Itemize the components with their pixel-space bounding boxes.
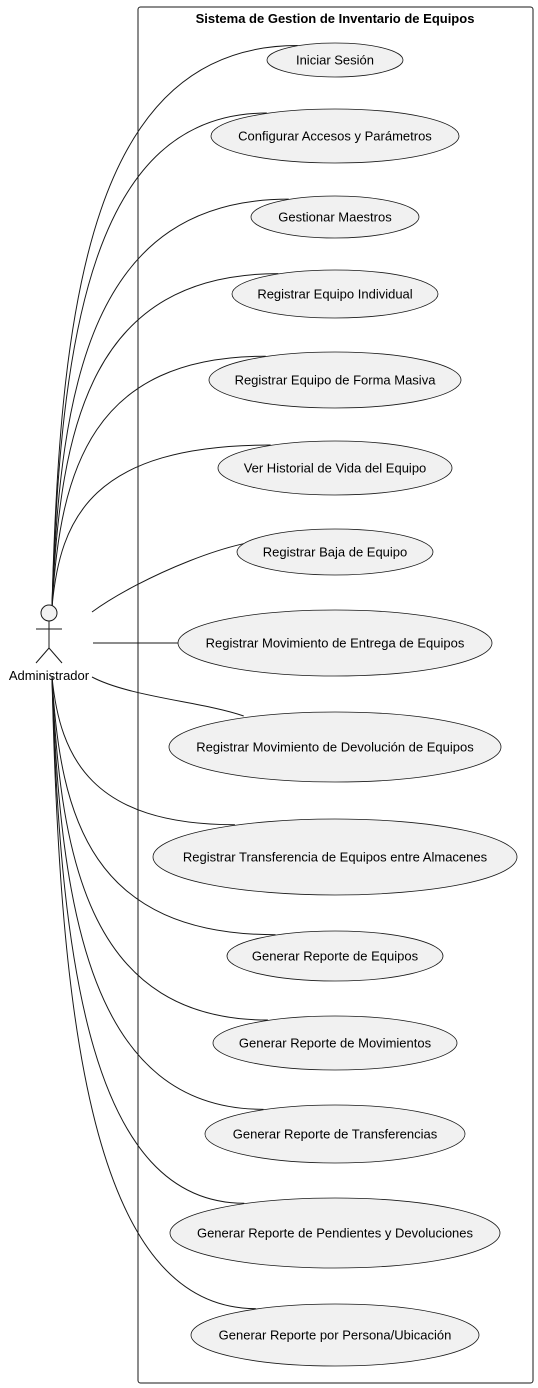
use-case[interactable]: Iniciar Sesión: [266, 42, 404, 78]
use-case-label: Registrar Baja de Equipo: [263, 545, 408, 560]
association-line: [51, 676, 235, 826]
association-line: [51, 676, 256, 1310]
association-line: [51, 676, 245, 1204]
actor-administrador[interactable]: Administrador: [9, 604, 90, 683]
actor-head-icon: [40, 604, 58, 622]
association-line: [51, 198, 289, 608]
use-case-label: Generar Reporte de Pendientes y Devoluci…: [197, 1226, 474, 1241]
use-case[interactable]: Generar Reporte de Equipos: [226, 930, 444, 982]
actor-name: Administrador: [9, 668, 90, 683]
association-line: [51, 444, 271, 608]
association-line: [51, 112, 267, 608]
association-line: [51, 355, 266, 608]
association-line: [91, 676, 244, 717]
use-case-label: Generar Reporte de Equipos: [252, 949, 419, 964]
association-lines: [51, 45, 298, 1310]
use-case-ellipse[interactable]: [217, 440, 453, 496]
use-case-label: Generar Reporte de Transferencias: [233, 1127, 438, 1142]
use-case-ellipse[interactable]: [231, 269, 439, 319]
use-case-label: Iniciar Sesión: [296, 53, 374, 68]
use-case-label: Generar Reporte de Movimientos: [239, 1036, 432, 1051]
use-case-ellipse[interactable]: [210, 108, 460, 164]
use-case-ellipse[interactable]: [212, 1015, 458, 1071]
use-case-ellipse[interactable]: [190, 1303, 480, 1367]
use-case-label: Registrar Movimiento de Devolución de Eq…: [196, 740, 474, 755]
use-case-ellipse[interactable]: [266, 42, 404, 78]
use-case-label: Registrar Equipo de Forma Masiva: [235, 373, 437, 388]
association-line: [51, 676, 264, 1110]
use-case-ellipse[interactable]: [208, 351, 462, 409]
association-line: [51, 676, 276, 936]
use-case[interactable]: Registrar Equipo de Forma Masiva: [208, 351, 462, 409]
use-case[interactable]: Registrar Baja de Equipo: [236, 528, 434, 576]
use-case[interactable]: Generar Reporte por Persona/Ubicación: [190, 1303, 480, 1367]
use-case[interactable]: Registrar Movimiento de Entrega de Equip…: [177, 609, 493, 677]
use-case-label: Registrar Equipo Individual: [257, 287, 412, 302]
use-case-ellipse[interactable]: [168, 711, 502, 783]
use-case-ellipse[interactable]: [204, 1104, 466, 1164]
use-case-ellipse[interactable]: [152, 818, 518, 896]
system-title: Sistema de Gestion de Inventario de Equi…: [196, 11, 475, 26]
use-case[interactable]: Registrar Transferencia de Equipos entre…: [152, 818, 518, 896]
use-case[interactable]: Gestionar Maestros: [250, 195, 420, 239]
use-case[interactable]: Registrar Movimiento de Devolución de Eq…: [168, 711, 502, 783]
use-case-label: Registrar Movimiento de Entrega de Equip…: [206, 636, 465, 651]
use-case[interactable]: Generar Reporte de Transferencias: [204, 1104, 466, 1164]
use-case-label: Configurar Accesos y Parámetros: [238, 129, 432, 144]
use-case-ellipse[interactable]: [250, 195, 420, 239]
use-case-label: Gestionar Maestros: [278, 210, 392, 225]
use-case[interactable]: Registrar Equipo Individual: [231, 269, 439, 319]
association-line: [51, 273, 279, 608]
association-line: [51, 45, 298, 608]
use-case[interactable]: Generar Reporte de Movimientos: [212, 1015, 458, 1071]
use-case-label: Registrar Transferencia de Equipos entre…: [183, 850, 488, 865]
actor-leg-right: [48, 647, 63, 664]
use-case[interactable]: Configurar Accesos y Parámetros: [210, 108, 460, 164]
use-case-label: Generar Reporte por Persona/Ubicación: [219, 1328, 452, 1343]
use-case-ellipse[interactable]: [236, 528, 434, 576]
use-case-ellipse[interactable]: [169, 1197, 501, 1269]
use-case-ellipse[interactable]: [177, 609, 493, 677]
use-case[interactable]: Generar Reporte de Pendientes y Devoluci…: [169, 1197, 501, 1269]
association-line: [51, 676, 268, 1021]
use-case-label: Ver Historial de Vida del Equipo: [244, 461, 427, 476]
actor-leg-left: [35, 647, 50, 664]
use-case-ellipse[interactable]: [226, 930, 444, 982]
use-case[interactable]: Ver Historial de Vida del Equipo: [217, 440, 453, 496]
